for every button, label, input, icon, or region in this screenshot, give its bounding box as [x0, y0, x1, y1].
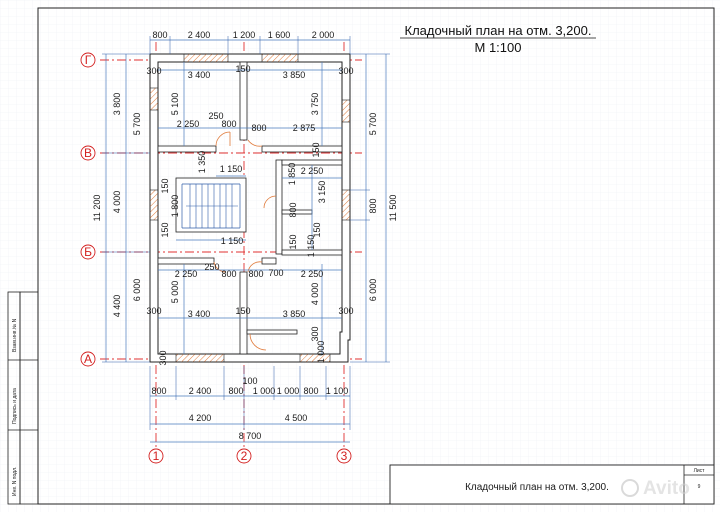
- dim-bot-5: 1 000: [277, 386, 300, 396]
- stamp-text-3: Инв. N подл.: [12, 467, 18, 496]
- dim-in-v150l2: 150: [160, 222, 170, 237]
- dim-in-h2875: 2 875: [293, 123, 316, 133]
- dim-in-h1150b: 1 150: [221, 236, 244, 246]
- dim-in-h800d: 800: [248, 269, 263, 279]
- dim-in-v300r: 300: [310, 326, 320, 341]
- stamp-text-2: Подпись и дата: [12, 388, 18, 424]
- dim-in-t3400: 3 400: [188, 70, 211, 80]
- dim-left-total: 11 200: [92, 195, 102, 222]
- dim-bot-2: 2 400: [189, 386, 212, 396]
- dim-in-h1150a: 1 150: [220, 164, 243, 174]
- watermark: Avito: [621, 478, 690, 499]
- dim-bot2-2: 4 500: [285, 413, 308, 423]
- axis-number-2: 2: [241, 449, 248, 463]
- dim-top-1: 800: [152, 30, 167, 40]
- dim-top-2: 2 400: [188, 30, 211, 40]
- dim-in-h2250a: 2 250: [177, 119, 200, 129]
- dim-in-v150r: 150: [311, 142, 321, 157]
- dim-bot-1: 800: [151, 386, 166, 396]
- dim-in-h800c: 800: [221, 269, 236, 279]
- dim-bot-3: 800: [228, 386, 243, 396]
- sheet-number: 9: [698, 484, 701, 490]
- dim-bot-100: 100: [242, 376, 257, 386]
- dim-in-v800m: 800: [288, 202, 298, 217]
- dim-in-v5000: 5 000: [170, 281, 180, 304]
- dim-in-h2250c: 2 250: [175, 269, 198, 279]
- stair: [181, 183, 241, 229]
- dim-in-t3850: 3 850: [283, 70, 306, 80]
- walls: [149, 53, 351, 363]
- dim-in-h800b: 800: [251, 123, 266, 133]
- axis-letter-v: В: [84, 146, 92, 160]
- watermark-text: Avito: [643, 478, 690, 499]
- title-line1: Кладочный план на отм. 3,200.: [405, 23, 592, 38]
- dim-in-h700: 700: [268, 268, 283, 278]
- dim-in-v1150: 1 150: [306, 235, 316, 258]
- dim-left1-3: 4 400: [112, 295, 122, 318]
- dim-in-v3750: 3 750: [310, 93, 320, 116]
- axis-letter-a: А: [84, 352, 92, 366]
- stamp-text-1: Взам.инв.№ N: [12, 318, 18, 352]
- dim-right1-1: 5 700: [368, 113, 378, 136]
- dim-in-h800a: 800: [221, 119, 236, 129]
- titleblock-caption: Кладочный план на отм. 3,200.: [465, 482, 609, 493]
- dim-in-v150r2: 150: [312, 222, 322, 237]
- dim-in-h250b: 250: [204, 262, 219, 272]
- dim-in-b300a: 300: [146, 306, 161, 316]
- axis-markers: Г В Б А 1 2 3: [80, 52, 352, 464]
- dim-bot-6: 800: [303, 386, 318, 396]
- dim-in-h250a: 250: [208, 111, 223, 121]
- dim-in-v150m: 150: [288, 234, 298, 249]
- dimension-labels: 800 2 400 1 200 1 600 2 000 800 2 400 80…: [92, 30, 398, 441]
- dim-in-v150l1: 150: [160, 178, 170, 193]
- sheet-frame: [37, 7, 715, 505]
- dim-left1-2: 4 000: [112, 191, 122, 214]
- side-stamp: Взам.инв.№ N Подпись и дата Инв. N подл.: [7, 291, 39, 505]
- axis-letter-g: Г: [85, 53, 92, 67]
- title-line2: М 1:100: [475, 40, 522, 55]
- dim-in-h2250b: 2 250: [301, 166, 324, 176]
- title-block: Лист 9 Кладочный план на отм. 3,200.: [389, 464, 715, 505]
- dim-in-v1000: 1 000: [316, 341, 326, 364]
- axis-number-3: 3: [341, 449, 348, 463]
- sheet-label: Лист: [694, 468, 706, 474]
- dim-in-t150a: 150: [235, 64, 250, 74]
- dim-in-v300l: 300: [158, 350, 168, 365]
- dim-in-v3150: 3 150: [317, 181, 327, 204]
- dim-top-3: 1 200: [233, 30, 256, 40]
- dim-in-t300b: 300: [338, 66, 353, 76]
- dim-top-5: 2 000: [312, 30, 335, 40]
- dim-right1-2: 800: [368, 198, 378, 213]
- dim-bot-7: 1 100: [326, 386, 349, 396]
- axis-number-1: 1: [153, 449, 160, 463]
- dim-in-v1350: 1 350: [197, 151, 207, 174]
- drawing-title: Кладочный план на отм. 3,200. М 1:100: [400, 23, 596, 55]
- dim-in-v5100: 5 100: [170, 93, 180, 116]
- dim-left1-1: 3 800: [112, 93, 122, 116]
- dim-in-b3400: 3 400: [188, 309, 211, 319]
- dim-right1-3: 6 000: [368, 279, 378, 302]
- dim-in-v1800: 1 800: [170, 195, 180, 218]
- dim-bot-total: 8 700: [239, 431, 262, 441]
- dim-in-h2250d: 2 250: [301, 269, 324, 279]
- dim-in-v1850: 1 850: [287, 163, 297, 186]
- dim-in-b300b: 300: [338, 306, 353, 316]
- dim-bot2-1: 4 200: [189, 413, 212, 423]
- dim-left2-2: 6 000: [132, 279, 142, 302]
- dim-top-4: 1 600: [268, 30, 291, 40]
- dim-right-total: 11 500: [388, 195, 398, 222]
- axis-letter-b: Б: [84, 245, 92, 259]
- dimension-lines: [102, 36, 390, 443]
- dim-in-b3850: 3 850: [283, 309, 306, 319]
- dim-bot-4: 1 000: [253, 386, 276, 396]
- dim-left2-1: 5 700: [132, 113, 142, 136]
- dim-in-b150: 150: [235, 306, 250, 316]
- dim-in-v4000: 4 000: [310, 283, 320, 306]
- dim-in-t300a: 300: [146, 66, 161, 76]
